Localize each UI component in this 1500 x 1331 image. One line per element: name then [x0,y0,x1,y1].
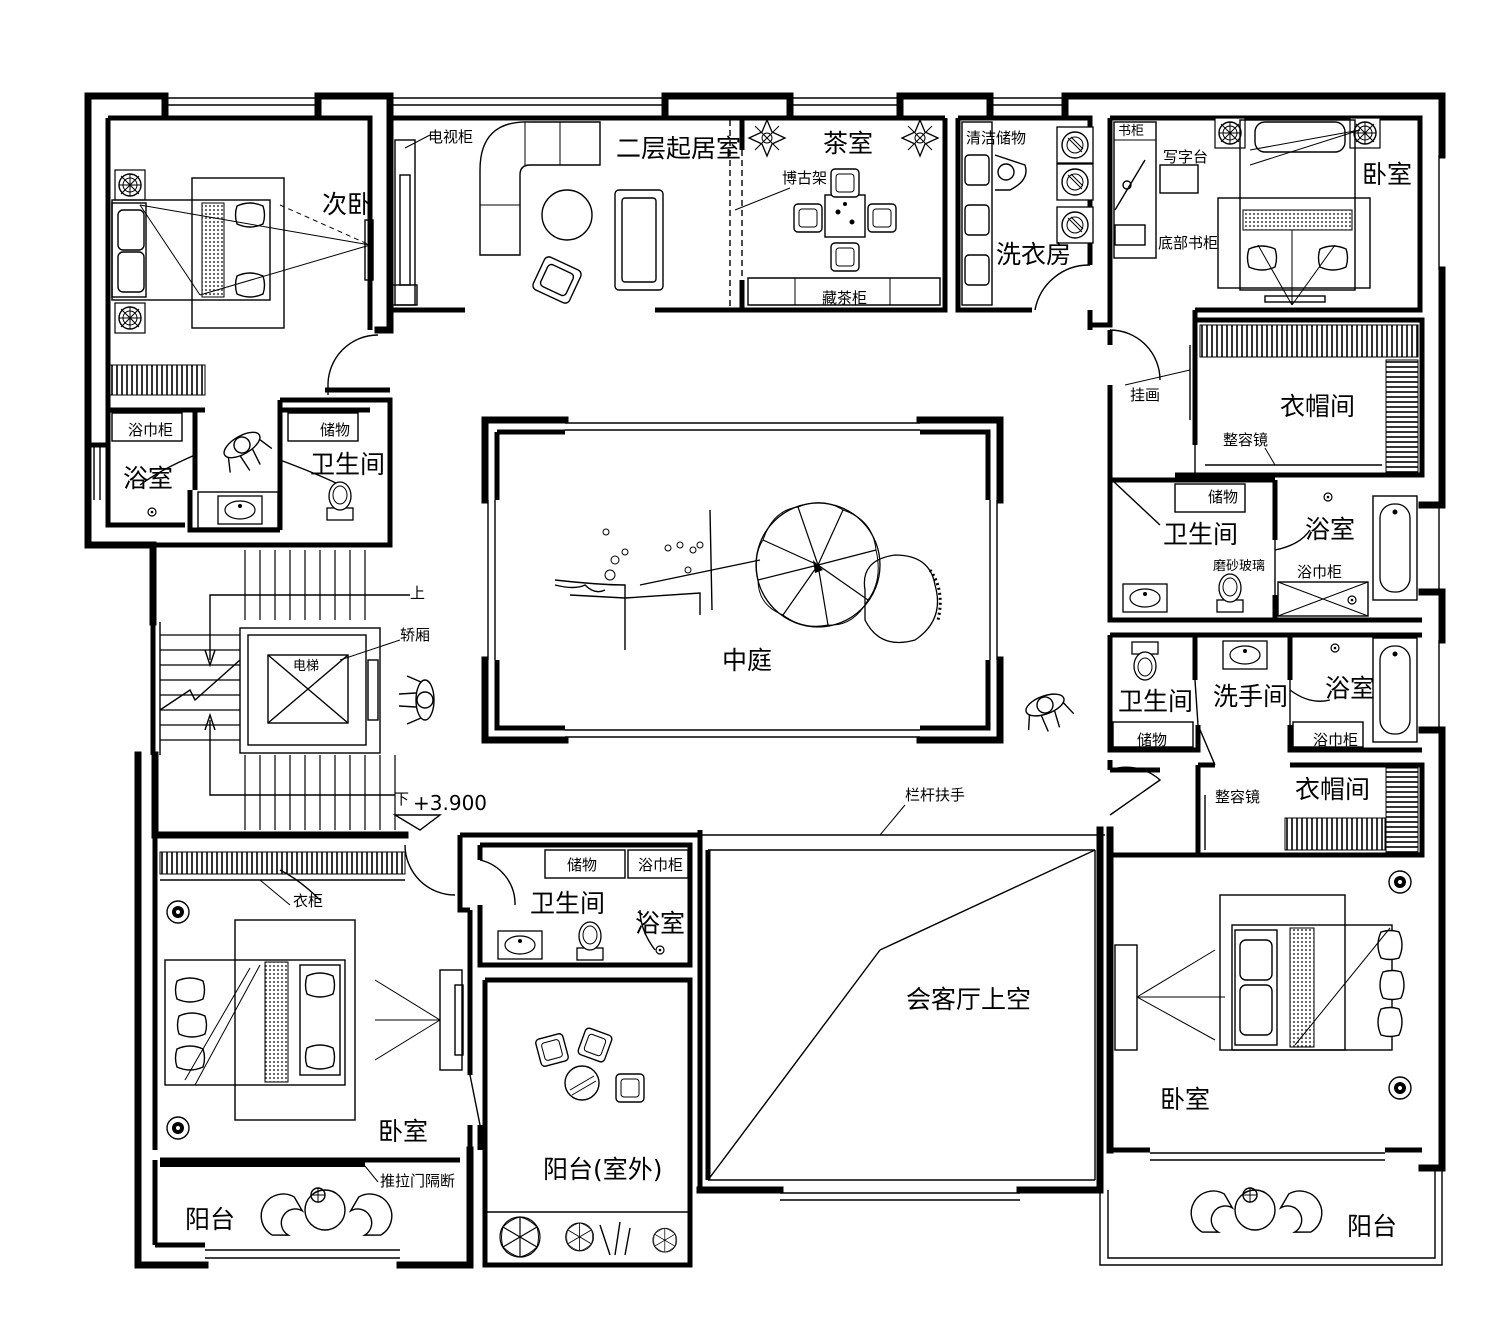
label-bath-e2: 浴室 [1325,674,1375,703]
person-figure [1018,687,1078,739]
label-wardrobe-ne: 衣帽间 [1280,392,1355,421]
label-storage-e1: 储物 [1208,488,1238,506]
label-laundry-room: 洗衣房 [996,240,1071,269]
label-sliding-door: 推拉门隔断 [380,1172,455,1190]
label-balcony-outdoor: 阳台(室外) [543,1155,663,1184]
secondary-bedroom [109,169,374,396]
label-bookshelf: 书柜 [1118,124,1144,139]
label-painting: 挂画 [1130,386,1160,404]
label-wash-room: 洗手间 [1213,682,1288,711]
label-elevator-car: 轿厢 [400,626,430,644]
label-toilet-s: 卫生间 [530,889,605,918]
label-writing-desk: 写字台 [1163,148,1208,166]
doors [139,264,1331,1126]
elevator [239,627,401,754]
nw-bath [111,412,359,529]
label-balcony-se: 阳台 [1347,1212,1397,1241]
person-figure [398,675,435,725]
label-toilet-e2: 卫生间 [1118,687,1193,716]
label-bedroom-sw: 卧室 [378,1117,428,1146]
living-room-furniture [391,121,664,306]
ne-wardrobe [1189,324,1419,473]
label-cleaning-storage: 清洁储物 [966,129,1026,147]
east-bath-1 [1122,483,1418,617]
label-mirror-ne: 整容镜 [1223,431,1268,449]
ne-bedroom [1113,117,1381,306]
courtyard-frame [481,416,1004,744]
label-wardrobe-sw: 衣柜 [293,892,323,910]
label-railing: 栏杆扶手 [905,786,965,804]
label-bottom-bookshelf: 底部书柜 [1158,234,1218,252]
label-bath-e1: 浴室 [1305,515,1355,544]
label-reception-void: 会客厅上空 [906,985,1031,1014]
label-wardrobe-e2: 衣帽间 [1295,775,1370,804]
label-antique-shelf: 博古架 [782,169,827,187]
label-courtyard: 中庭 [722,646,772,675]
label-living-room: 二层起居室 [616,134,741,163]
sw-bedroom [159,851,464,1140]
label-towel-e2: 浴巾柜 [1313,731,1358,749]
courtyard-landscape [554,502,942,650]
label-towel-s: 浴巾柜 [638,856,683,874]
label-tea-room: 茶室 [823,129,873,158]
se-bedroom [1114,870,1412,1100]
label-frosted-glass: 磨砂玻璃 [1213,559,1265,574]
label-bedroom-ne: 卧室 [1362,160,1412,189]
label-elevation: +3.900 [413,791,487,815]
label-secondary-bedroom: 次卧 [322,190,372,219]
label-toilet-nw: 卫生间 [310,450,385,479]
label-mirror-e2: 整容镜 [1215,788,1260,806]
label-down: 下 [394,790,409,808]
laundry-furniture [961,121,1094,306]
label-up: 上 [410,584,425,602]
e2-wardrobe [1204,767,1419,853]
staircase [159,550,443,831]
label-bedroom-se: 卧室 [1160,1085,1210,1114]
east-bath-2 [1112,637,1418,748]
label-storage-e2: 储物 [1137,731,1167,749]
walls [84,92,1446,1269]
tea-room-furniture [729,118,941,310]
label-bath-s: 浴室 [635,909,685,938]
outdoor-balcony-furniture [499,1026,678,1258]
label-toilet-e1: 卫生间 [1163,520,1238,549]
label-towel-e1: 浴巾柜 [1297,563,1342,581]
label-tv-cabinet: 电视柜 [428,128,473,146]
label-balcony-sw: 阳台 [185,1205,235,1234]
room-labels: 次卧 电视柜 二层起居室 茶室 博古架 藏茶柜 清洁储物 洗衣房 书柜 写字台 … [123,124,1412,1241]
label-storage-s: 储物 [567,856,597,874]
se-balcony [1182,1182,1331,1240]
label-tea-cabinet: 藏茶柜 [822,289,867,307]
label-towel-cabinet-nw: 浴巾柜 [128,421,173,439]
label-elevator: 电梯 [293,659,319,674]
label-storage-nw: 储物 [320,421,350,439]
label-bath-nw: 浴室 [123,464,173,493]
sw-balcony [252,1185,401,1243]
south-bath [497,849,689,961]
